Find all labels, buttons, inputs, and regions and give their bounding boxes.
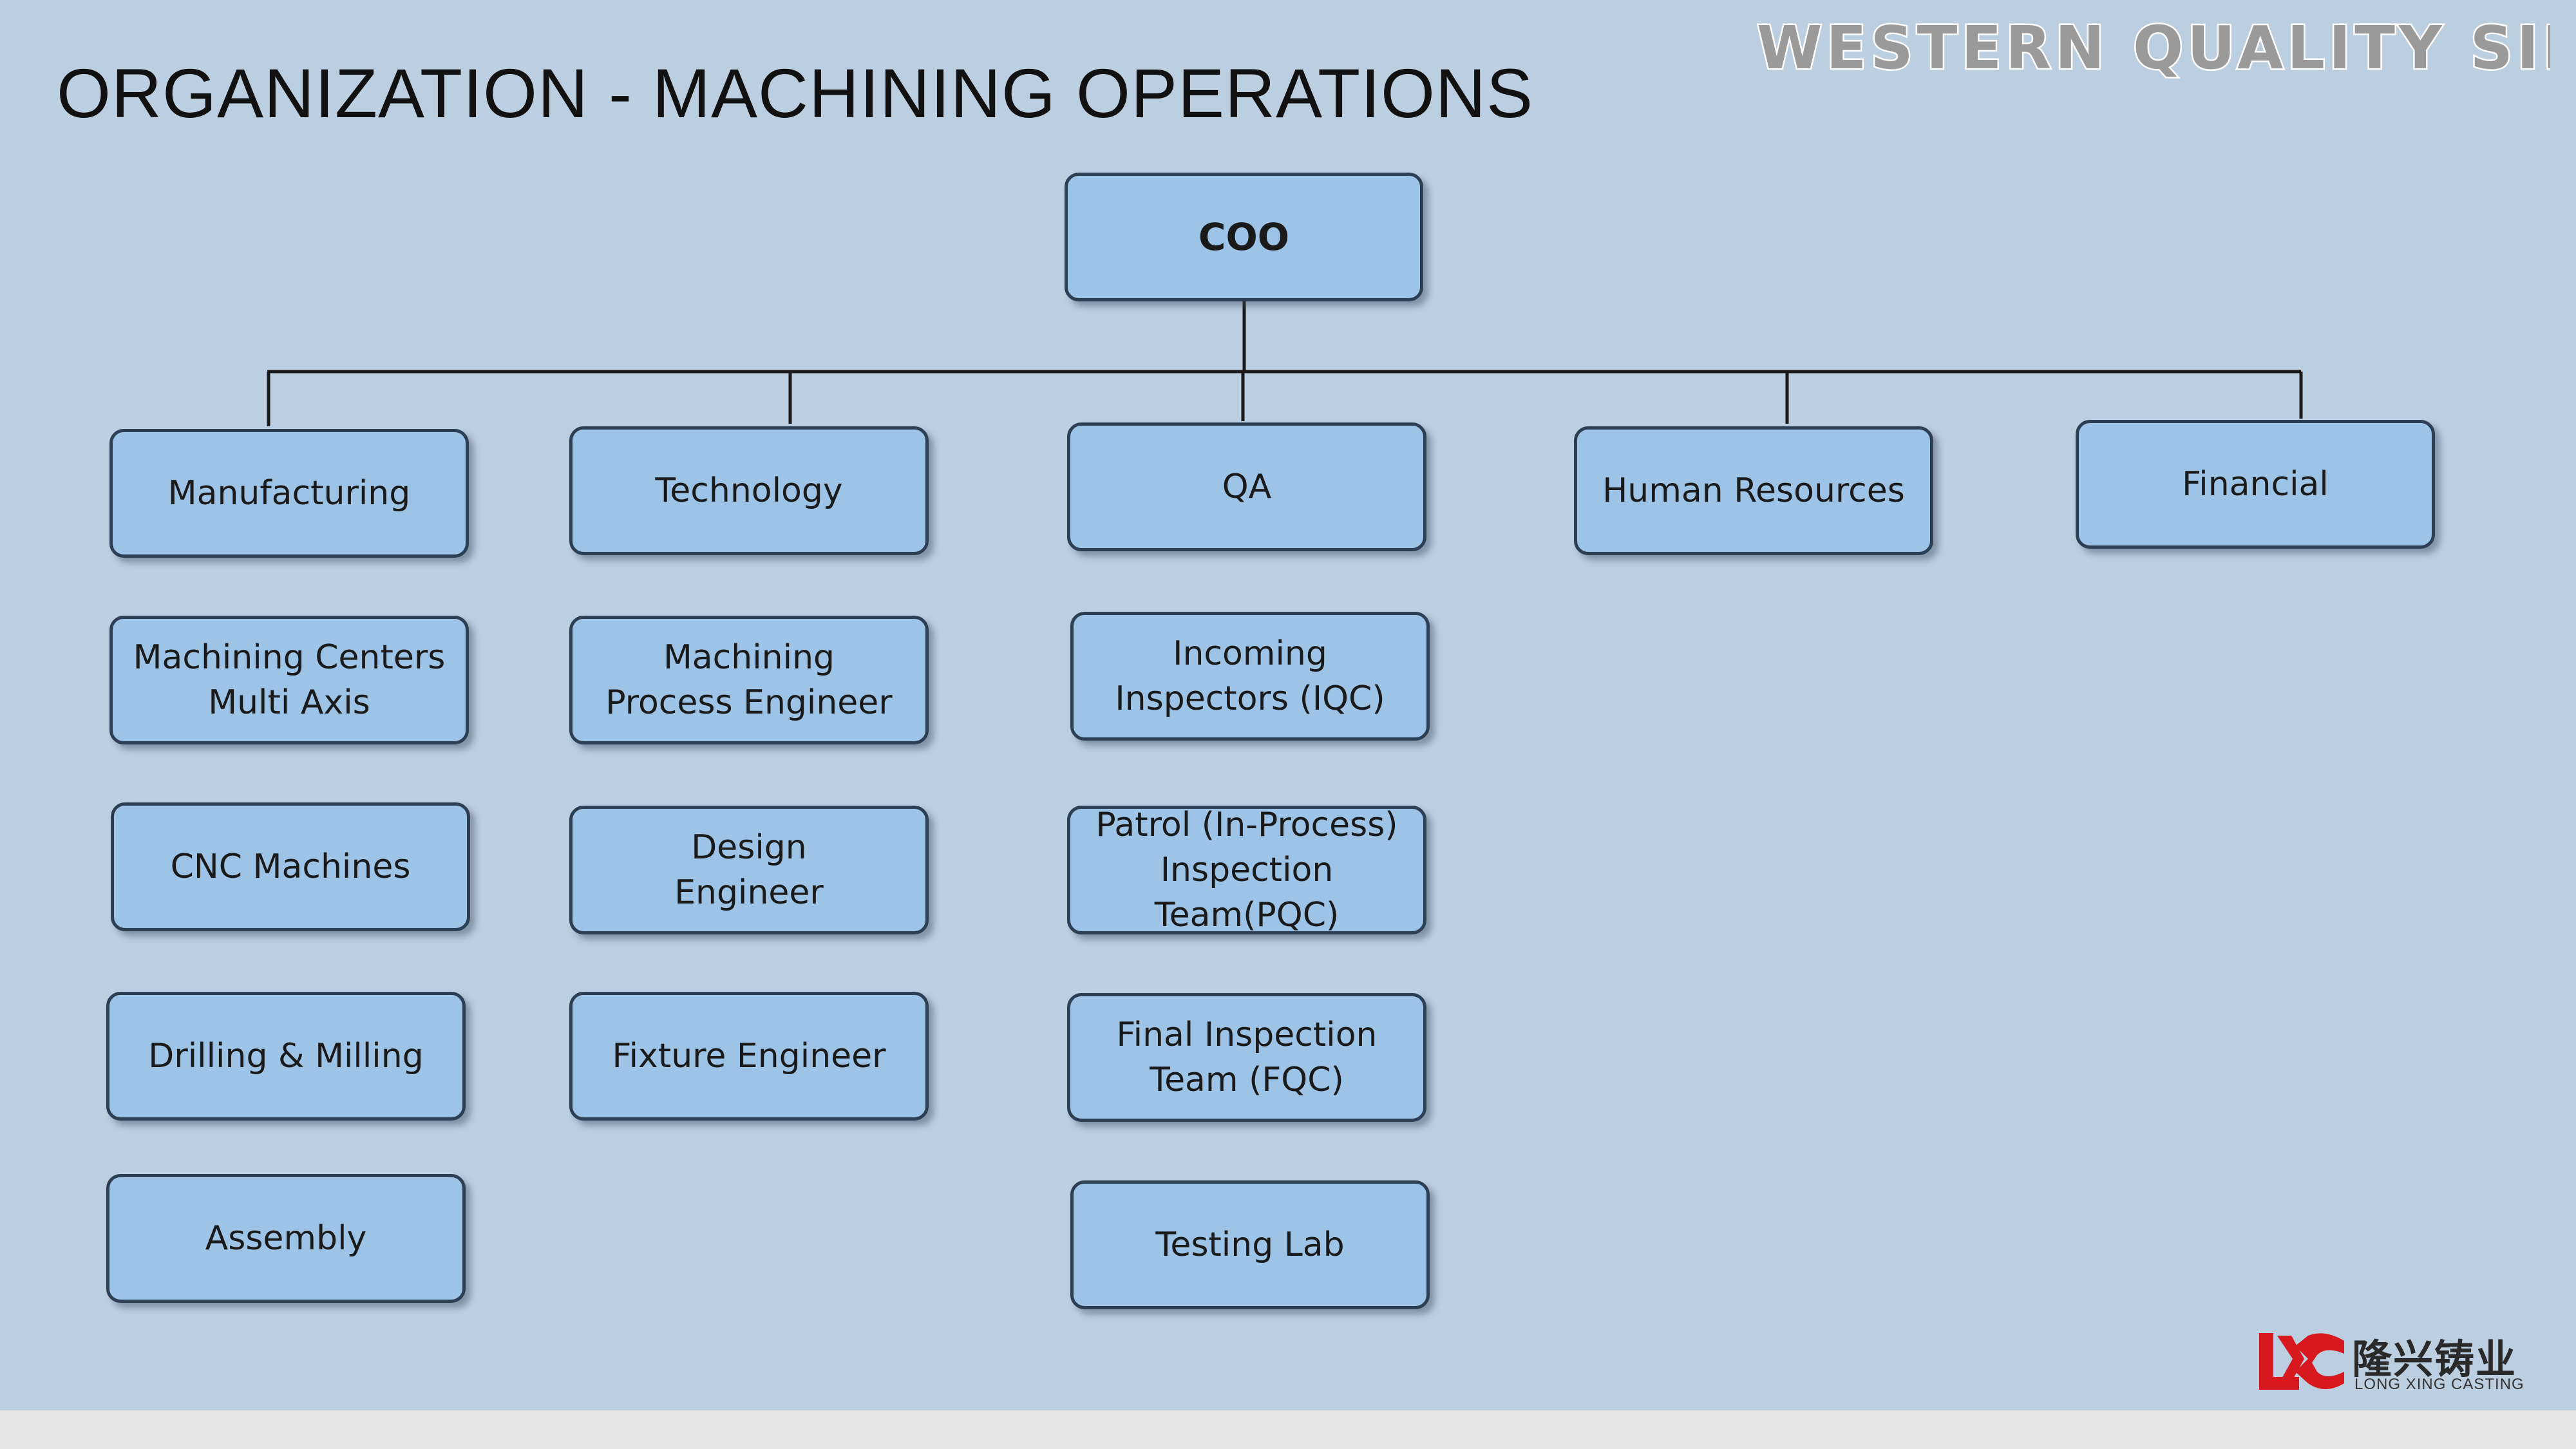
org-node-qa: QA bbox=[1067, 422, 1426, 551]
logo-english-text: LONG XING CASTING bbox=[2354, 1376, 2524, 1393]
org-node-coo: COO bbox=[1065, 173, 1423, 301]
org-node-label: Design Engineer bbox=[674, 828, 824, 912]
org-node-design-engineer: Design Engineer bbox=[569, 806, 929, 934]
org-node-label: Incoming Inspectors (IQC) bbox=[1115, 634, 1385, 718]
org-node-label: Fixture Engineer bbox=[612, 1037, 886, 1075]
org-connectors bbox=[267, 301, 2303, 426]
org-node-human-resources: Human Resources bbox=[1574, 426, 1933, 555]
org-node-label: Technology bbox=[655, 471, 843, 510]
org-node-label: COO bbox=[1198, 215, 1290, 259]
org-node-label: Financial bbox=[2182, 465, 2329, 504]
org-node-manufacturing: Manufacturing bbox=[109, 429, 469, 558]
org-node-label: Final Inspection Team (FQC) bbox=[1116, 1016, 1378, 1099]
org-node-fixture-engineer: Fixture Engineer bbox=[569, 992, 929, 1121]
org-node-incoming-inspectors: Incoming Inspectors (IQC) bbox=[1070, 612, 1430, 741]
org-node-technology: Technology bbox=[569, 426, 929, 555]
org-node-label: QA bbox=[1222, 468, 1272, 506]
tagline-banner: WESTERN QUALITY SINCE 1992 bbox=[1756, 12, 2551, 84]
org-node-label: Machining Centers Multi Axis bbox=[133, 638, 446, 722]
org-node-machining-centers: Machining Centers Multi Axis bbox=[109, 616, 469, 744]
org-node-label: Patrol (In-Process) Inspection Team(PQC) bbox=[1095, 806, 1398, 934]
org-node-final-inspection: Final Inspection Team (FQC) bbox=[1067, 993, 1426, 1122]
org-node-patrol-inspection: Patrol (In-Process) Inspection Team(PQC) bbox=[1067, 806, 1426, 934]
company-logo: 隆兴铸业 LONG XING CASTING bbox=[2254, 1327, 2537, 1397]
logo-chinese-text: 隆兴铸业 bbox=[2352, 1336, 2517, 1383]
org-node-label: Machining Process Engineer bbox=[605, 638, 893, 722]
org-node-label: CNC Machines bbox=[170, 848, 411, 886]
logo-mark-icon bbox=[2259, 1333, 2344, 1390]
org-node-financial: Financial bbox=[2076, 420, 2435, 549]
org-node-label: Manufacturing bbox=[167, 474, 411, 513]
org-node-cnc-machines: CNC Machines bbox=[111, 802, 470, 931]
org-node-label: Drilling & Milling bbox=[148, 1037, 424, 1075]
org-node-testing-lab: Testing Lab bbox=[1070, 1180, 1430, 1309]
page-title: ORGANIZATION - MACHINING OPERATIONS bbox=[57, 54, 1534, 132]
org-node-assembly: Assembly bbox=[106, 1174, 466, 1303]
org-node-machining-process-engineer: Machining Process Engineer bbox=[569, 616, 929, 744]
org-node-label: Testing Lab bbox=[1155, 1226, 1345, 1264]
org-node-drilling-milling: Drilling & Milling bbox=[106, 992, 466, 1121]
slide-background: ORGANIZATION - MACHINING OPERATIONS WEST… bbox=[0, 0, 2576, 1410]
org-node-label: Assembly bbox=[205, 1219, 367, 1258]
tagline-text: WESTERN QUALITY SINCE 1992 bbox=[1757, 14, 2550, 82]
org-node-label: Human Resources bbox=[1602, 471, 1905, 510]
